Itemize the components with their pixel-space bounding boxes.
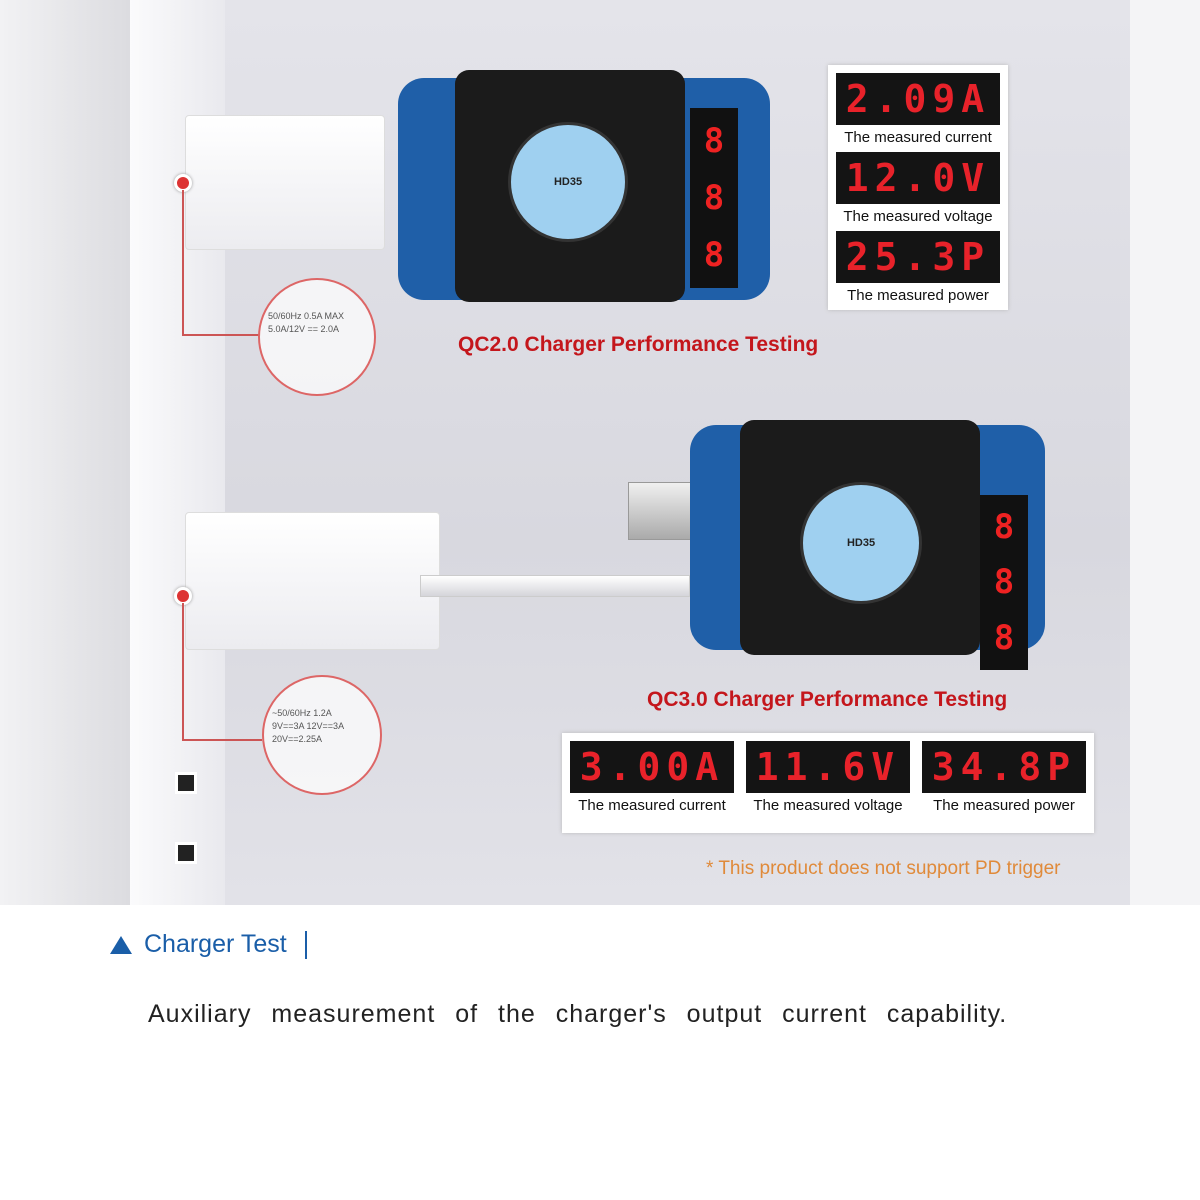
current-display: 2.09A bbox=[836, 73, 1000, 125]
spec-callout: 50/60Hz 0.5A MAX 5.0A/12V == 2.0A bbox=[258, 278, 376, 396]
leader-line bbox=[182, 603, 184, 740]
voltage-label: The measured voltage bbox=[753, 797, 903, 814]
power-label: The measured power bbox=[847, 287, 989, 304]
fan-label: HD35 bbox=[508, 122, 628, 242]
section-title: Charger Test bbox=[144, 930, 287, 958]
spec-callout: ~50/60Hz 1.2A 9V==3A 12V==3A 20V==2.25A bbox=[262, 675, 382, 795]
current-display: 3.00A bbox=[570, 741, 734, 793]
leader-line bbox=[182, 334, 260, 336]
current-label: The measured current bbox=[844, 129, 992, 146]
usb-a-plug bbox=[628, 482, 698, 540]
qc3-readings-panel: 3.00A The measured current 11.6V The measu… bbox=[562, 733, 1094, 833]
current-label: The measured current bbox=[578, 797, 726, 814]
wall bbox=[0, 0, 130, 905]
product-photo: 50/60Hz 0.5A MAX 5.0A/12V == 2.0A HD35 8… bbox=[0, 0, 1200, 905]
usb-cable bbox=[420, 575, 690, 597]
triangle-icon bbox=[110, 935, 132, 954]
fan-label: HD35 bbox=[800, 482, 922, 604]
charger-qc3 bbox=[185, 512, 440, 650]
leader-line bbox=[182, 190, 184, 335]
background-edge bbox=[1130, 0, 1200, 905]
power-label: The measured power bbox=[933, 797, 1075, 814]
voltage-label: The measured voltage bbox=[843, 208, 993, 225]
section-heading: Charger Test bbox=[110, 930, 307, 959]
pd-note: * This product does not support PD trigg… bbox=[706, 858, 1061, 879]
section-description: Auxiliary measurement of the charger's o… bbox=[148, 1000, 1008, 1028]
leader-line bbox=[182, 739, 262, 741]
qc3-title: QC3.0 Charger Performance Testing bbox=[647, 688, 1008, 711]
socket-slot bbox=[175, 842, 197, 864]
socket-slot bbox=[175, 772, 197, 794]
voltage-display: 12.0V bbox=[836, 152, 1000, 204]
power-display: 25.3P bbox=[836, 231, 1000, 283]
qc2-title: QC2.0 Charger Performance Testing bbox=[458, 333, 819, 356]
voltage-display: 11.6V bbox=[746, 741, 910, 793]
power-display: 34.8P bbox=[922, 741, 1086, 793]
divider bbox=[304, 930, 307, 959]
qc2-readings-panel: 2.09A The measured current 12.0V The mea… bbox=[828, 65, 1008, 310]
charger-qc2 bbox=[185, 115, 385, 250]
